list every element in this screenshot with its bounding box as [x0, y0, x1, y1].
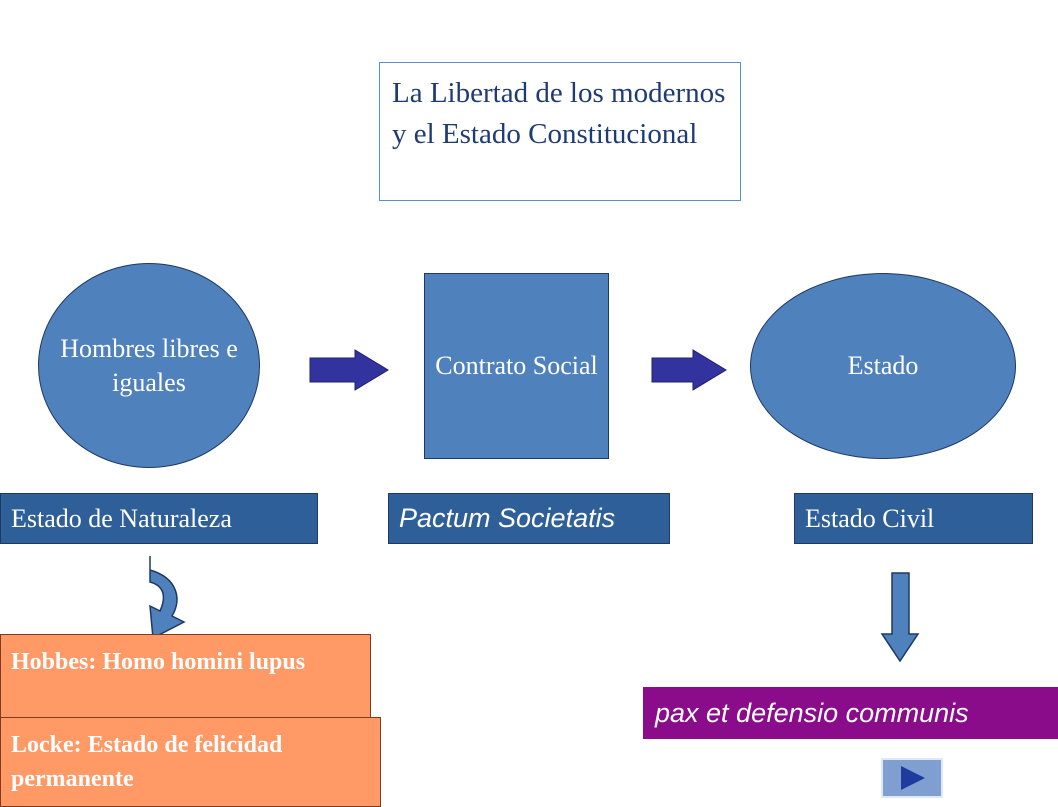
- hobbes-note-text: Hobbes: Homo homini lupus: [11, 649, 306, 675]
- arrow-right-1: [309, 349, 389, 391]
- hombres-libres-node: Hombres libres e iguales: [38, 263, 260, 468]
- hobbes-note: Hobbes: Homo homini lupus: [0, 634, 371, 722]
- locke-note: Locke: Estado de felicidad permanente: [0, 717, 381, 807]
- arrow-right-2: [651, 349, 727, 391]
- next-slide-button[interactable]: [881, 758, 943, 798]
- contrato-social-label: Contrato Social: [435, 351, 598, 380]
- pax-note: pax et defensio communis: [643, 687, 1058, 739]
- estado-civil-text: Estado Civil: [805, 503, 935, 533]
- title-text: La Libertad de los modernos y el Estado …: [392, 77, 726, 150]
- estado-civil-label: Estado Civil: [794, 493, 1033, 544]
- title-box: La Libertad de los modernos y el Estado …: [379, 62, 741, 201]
- play-next-icon: [901, 766, 925, 790]
- estado-naturaleza-text: Estado de Naturaleza: [11, 503, 232, 533]
- estado-node: Estado: [750, 273, 1016, 459]
- pax-note-text: pax et defensio communis: [655, 697, 969, 728]
- estado-naturaleza-label: Estado de Naturaleza: [0, 493, 318, 544]
- curved-arrow-down: [149, 556, 186, 640]
- arrow-down: [880, 572, 920, 663]
- contrato-social-node: Contrato Social: [424, 273, 609, 459]
- estado-label: Estado: [847, 351, 919, 380]
- hombres-libres-label: Hombres libres e iguales: [60, 333, 238, 397]
- pactum-societatis-label: Pactum Societatis: [388, 493, 670, 544]
- locke-note-text: Locke: Estado de felicidad permanente: [11, 732, 283, 792]
- pactum-societatis-text: Pactum Societatis: [399, 503, 616, 533]
